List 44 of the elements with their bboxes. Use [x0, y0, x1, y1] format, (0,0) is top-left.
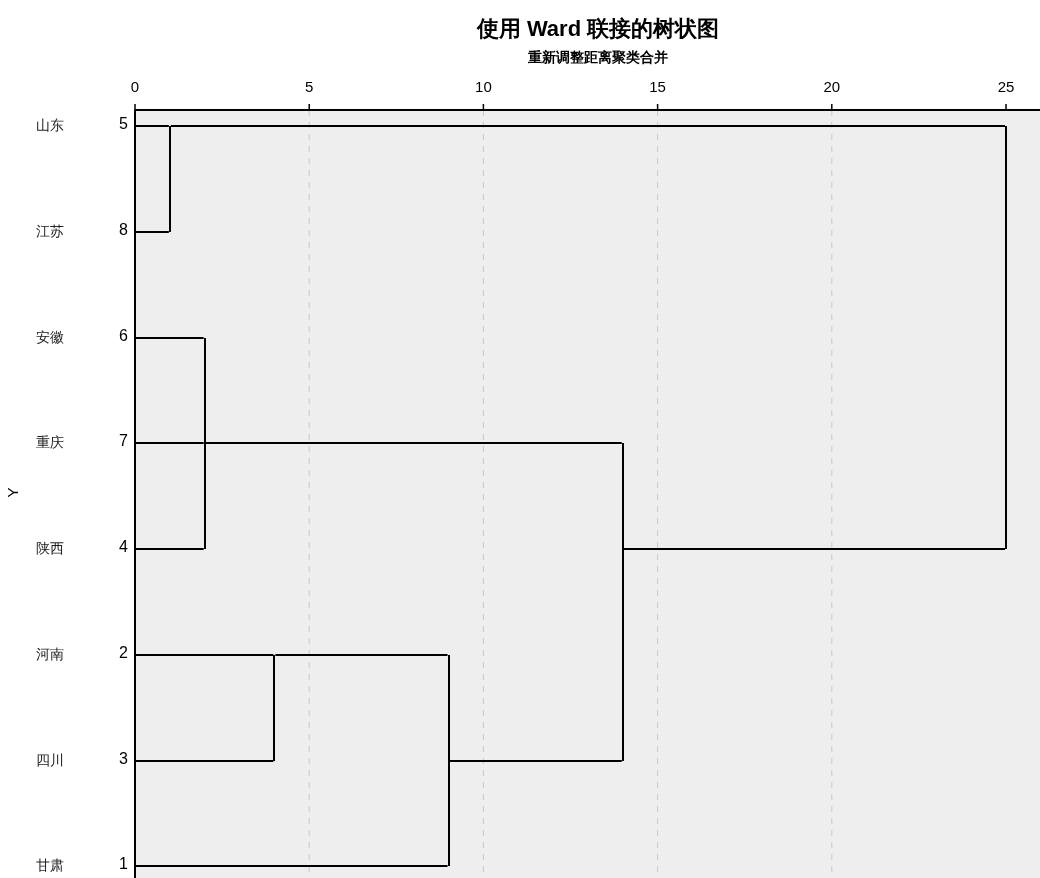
- branch-line: [169, 125, 1006, 127]
- merge-line: [168, 126, 171, 232]
- branch-line: [134, 125, 170, 127]
- tick-label: 20: [822, 78, 842, 95]
- chart-title: 使用 Ward 联接的树状图: [475, 15, 721, 43]
- case-name: 山东: [36, 117, 64, 135]
- tick-label: 0: [129, 78, 141, 95]
- case-name: 河南: [36, 646, 64, 664]
- merge-line: [621, 443, 624, 761]
- merge-line: [1005, 126, 1007, 549]
- tick-label: 15: [648, 78, 667, 95]
- branch-line: [204, 442, 623, 444]
- case-name: 陕西: [36, 540, 64, 558]
- case-number: 1: [119, 855, 128, 873]
- branch-line: [448, 760, 623, 762]
- tick-label: 25: [996, 78, 1016, 95]
- case-name: 甘肃: [36, 857, 64, 875]
- case-number: 8: [119, 221, 128, 239]
- case-name: 江苏: [36, 223, 64, 241]
- merge-line: [447, 655, 450, 866]
- branch-line: [134, 337, 205, 339]
- case-number: 2: [119, 644, 128, 662]
- case-number: 5: [119, 115, 128, 133]
- tick-label: 5: [304, 78, 315, 95]
- branch-line: [134, 231, 170, 233]
- axis-label: Y: [3, 486, 21, 500]
- branch-line: [274, 654, 449, 656]
- case-number: 4: [119, 538, 128, 556]
- branch-line: [134, 654, 275, 656]
- tick-label: 10: [474, 78, 493, 95]
- branch-line: [622, 548, 1006, 550]
- chart-subtitle: 重新调整距离聚类合并: [527, 49, 669, 67]
- case-number: 3: [119, 750, 128, 768]
- case-number: 6: [119, 327, 128, 345]
- case-name: 安徽: [36, 329, 64, 347]
- case-number: 7: [119, 432, 128, 450]
- branch-line: [134, 548, 205, 550]
- case-name: 重庆: [36, 434, 64, 452]
- branch-line: [134, 865, 449, 867]
- merge-line: [203, 338, 206, 549]
- branch-line: [134, 442, 205, 444]
- case-name: 四川: [36, 752, 64, 770]
- merge-line: [273, 655, 276, 761]
- branch-line: [134, 760, 275, 762]
